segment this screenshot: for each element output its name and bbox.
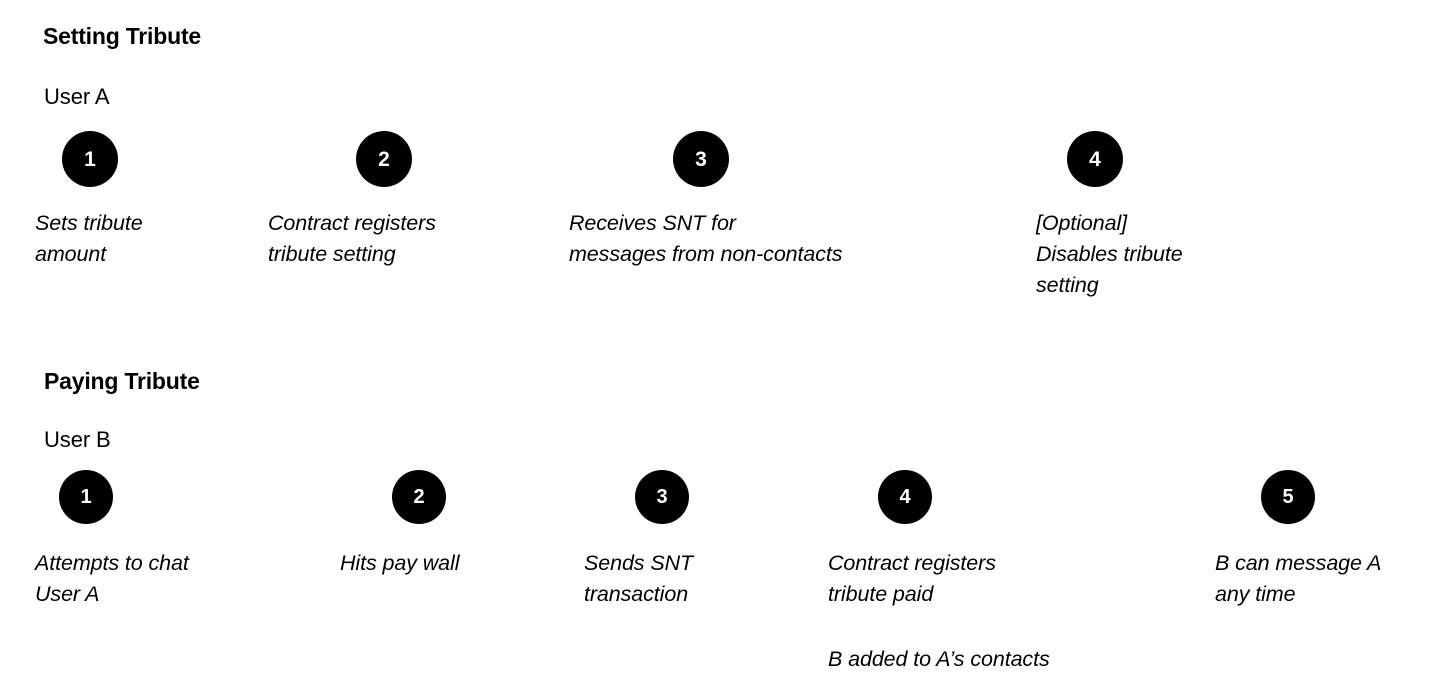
step-badge-paying-3: 3 (635, 470, 689, 524)
step-caption-setting-3: Receives SNT for messages from non-conta… (569, 211, 843, 266)
step-badge-setting-4: 4 (1067, 131, 1123, 187)
step-caption-paying-4: Contract registers tribute paid (828, 551, 996, 606)
section-title-setting-tribute: Setting Tribute (43, 23, 202, 49)
step-caption-paying-5: B can message A any time (1215, 551, 1382, 606)
actor-label-user-a: User A (44, 84, 110, 109)
step-caption-paying-2: Hits pay wall (340, 551, 460, 575)
step-caption-setting-4: [Optional] Disables tribute setting (1036, 211, 1183, 297)
step-badge-setting-3: 3 (673, 131, 729, 187)
step-caption-setting-1: Sets tribute amount (35, 211, 143, 266)
step-caption-paying-1: Attempts to chat User A (35, 551, 189, 606)
step-badge-paying-4: 4 (878, 470, 932, 524)
step-caption-paying-3: Sends SNT transaction (584, 551, 694, 606)
step-note-paying-4: B added to A’s contacts (828, 647, 1050, 671)
step-badge-paying-2: 2 (392, 470, 446, 524)
step-caption-setting-2: Contract registers tribute setting (268, 211, 436, 266)
section-title-paying-tribute: Paying Tribute (44, 368, 200, 394)
actor-label-user-b: User B (44, 427, 111, 452)
step-badge-setting-2: 2 (356, 131, 412, 187)
step-badge-setting-1: 1 (62, 131, 118, 187)
step-badge-paying-5: 5 (1261, 470, 1315, 524)
step-badge-paying-1: 1 (59, 470, 113, 524)
